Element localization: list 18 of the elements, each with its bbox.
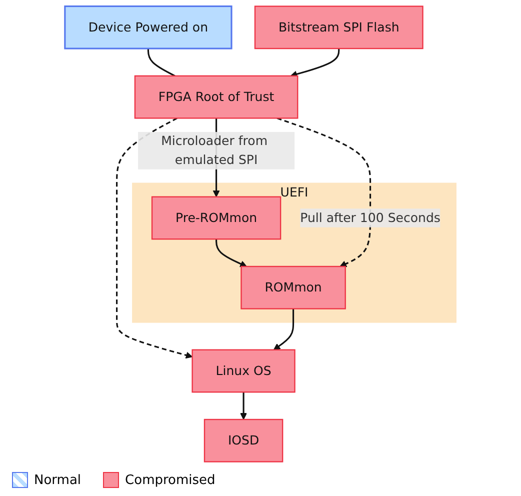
- arrow: [290, 48, 340, 78]
- node-box: Bitstream SPI Flash: [254, 6, 424, 50]
- node-box: FPGA Root of Trust: [134, 75, 298, 119]
- node-box: Linux OS: [192, 349, 296, 393]
- node-box: Device Powered on: [64, 5, 232, 50]
- arrow: [216, 239, 247, 268]
- legend-label: Compromised: [125, 472, 216, 488]
- legend-label: Normal: [34, 472, 82, 488]
- node-box: ROMmon: [240, 266, 346, 310]
- edge-label: Microloader from emulated SPI: [161, 133, 268, 168]
- arrow: [273, 308, 294, 350]
- node-box: IOSD: [204, 418, 284, 462]
- arrow: [116, 117, 193, 359]
- arrow: [240, 392, 247, 420]
- edge-label: Pull after 100 Seconds: [300, 210, 440, 225]
- node-box: Pre-ROMmon: [151, 196, 282, 240]
- arrow: [276, 117, 372, 268]
- connector: [147, 48, 176, 77]
